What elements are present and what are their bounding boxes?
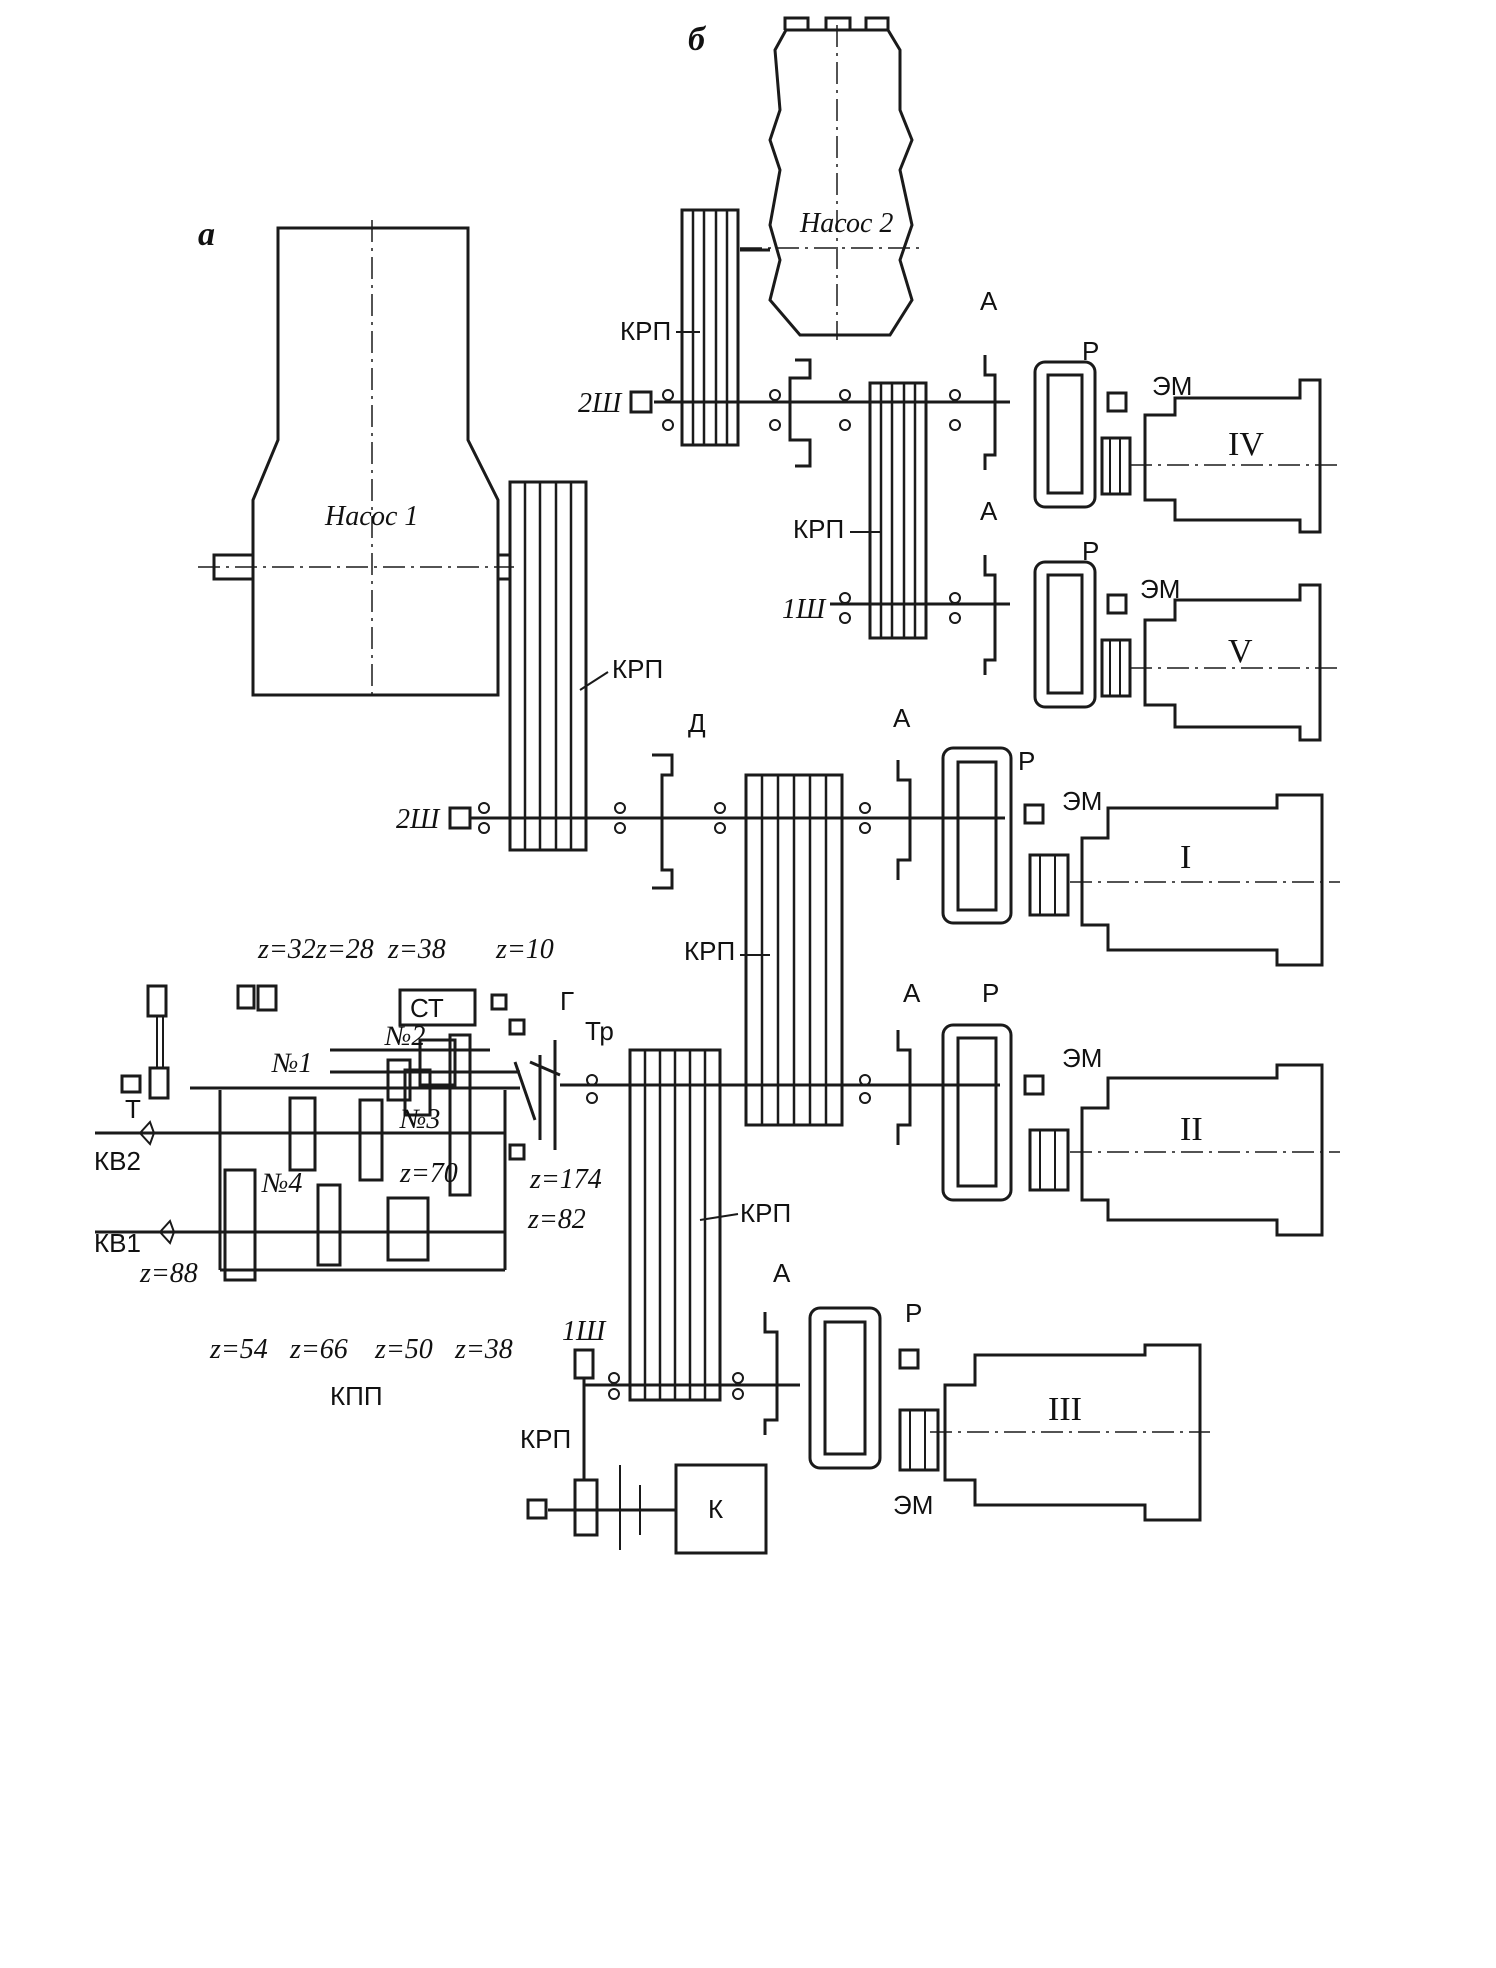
engine-1-label: I	[1180, 839, 1191, 876]
gear-n4: №4	[261, 1168, 302, 1199]
shaft-2sh-mid: 2Ш	[396, 804, 441, 835]
shaft-brakes: 2Ш 2Ш 1Ш 1Ш	[396, 388, 827, 1347]
gear-z38-bottom: z=38	[454, 1334, 513, 1365]
engine-1: I	[1070, 793, 1340, 967]
clutch-d: Д	[688, 708, 706, 738]
belt-label-engine-3: КРП	[740, 1198, 791, 1228]
gear-z174: z=174	[529, 1164, 602, 1195]
gearbox: СТ КВ2 КВ1 Т Г Тр z=32 z=28 z=38 z=10 №1…	[94, 934, 614, 1411]
reducer-label-1: Р	[1082, 336, 1099, 366]
gear-n1: №1	[271, 1048, 312, 1079]
belt-drive-engines-1-2: КРП	[684, 773, 844, 1127]
pump-1-label: Насос 1	[324, 501, 418, 532]
engine-4-label: IV	[1228, 426, 1264, 463]
panel-b-label: б	[688, 21, 707, 58]
belt-drive-engine-3: КРП	[628, 1048, 791, 1402]
engine-3-label: III	[1048, 1391, 1082, 1428]
belt-label-pump-1: КРП	[612, 654, 663, 684]
kv1-label: КВ1	[94, 1228, 141, 1258]
pump-2-label: Насос 2	[799, 208, 893, 239]
clutch-a-5: А	[773, 1258, 791, 1288]
belt-label-engines-1-2: КРП	[684, 936, 735, 966]
engine-5-label: V	[1228, 633, 1253, 670]
pump-1: Насос 1	[198, 220, 514, 700]
tr-label: Тр	[585, 1016, 614, 1046]
shaft-2sh-top: 2Ш	[578, 388, 623, 419]
gear-z66: z=66	[289, 1334, 348, 1365]
shafts	[470, 400, 1010, 1387]
compressor-label: К	[708, 1494, 723, 1524]
clutch-a-3: А	[893, 703, 911, 733]
reducers: Р Р Р Р Р	[808, 336, 1128, 1470]
em-label-4: ЭМ	[1062, 1043, 1102, 1073]
clutches: А А Д А А А	[652, 286, 998, 1435]
kv2-label: КВ2	[94, 1146, 141, 1176]
panel-a-label: а	[198, 216, 215, 253]
engine-3: III	[930, 1343, 1210, 1522]
belt-drive-engines-4-5: КРП	[793, 381, 928, 640]
reducer-label-4: Р	[982, 978, 999, 1008]
clutch-a-1: А	[980, 286, 998, 316]
gear-z88: z=88	[139, 1258, 198, 1289]
gearbox-title: КПП	[330, 1381, 383, 1411]
gear-z50: z=50	[374, 1334, 433, 1365]
reducer-label-3: Р	[1018, 746, 1035, 776]
em-label-1: ЭМ	[1152, 371, 1192, 401]
gear-z38-top: z=38	[387, 934, 446, 965]
gear-z32: z=32	[257, 934, 316, 965]
belt-label-compressor: КРП	[520, 1424, 571, 1454]
engine-2-label: II	[1180, 1111, 1203, 1148]
bearings	[478, 389, 961, 1400]
gear-n2: №2	[384, 1021, 425, 1052]
g-label: Г	[560, 986, 574, 1016]
gear-z10: z=10	[495, 934, 554, 965]
belt-drive-pump-1: КРП	[508, 480, 663, 852]
gear-z82: z=82	[527, 1204, 586, 1235]
belt-drive-pump-2: КРП	[620, 208, 740, 447]
reducer-label-5: Р	[905, 1298, 922, 1328]
em-label-3: ЭМ	[1062, 786, 1102, 816]
clutch-a-2: А	[980, 496, 998, 526]
gear-n3: №3	[399, 1104, 440, 1135]
starter-label: СТ	[410, 993, 444, 1023]
shaft-1sh-bottom: 1Ш	[562, 1316, 607, 1347]
belt-label-pump-2: КРП	[620, 316, 671, 346]
shaft-1sh-top: 1Ш	[782, 594, 827, 625]
em-label-5: ЭМ	[893, 1490, 933, 1520]
clutch-a-4: А	[903, 978, 921, 1008]
gear-z70: z=70	[399, 1158, 458, 1189]
t-label: Т	[125, 1094, 141, 1124]
belt-label-engines-4-5: КРП	[793, 514, 844, 544]
engine-4: IV	[1130, 378, 1340, 534]
engine-5: V	[1130, 583, 1340, 742]
pump-2: Насос 2	[740, 16, 920, 340]
reducer-label-2: Р	[1082, 536, 1099, 566]
gear-z54: z=54	[209, 1334, 268, 1365]
compressor: К КРП	[520, 1348, 768, 1555]
gear-z28: z=28	[315, 934, 374, 965]
em-couplings: ЭМ ЭМ ЭМ ЭМ ЭМ	[893, 371, 1192, 1520]
engine-2: II	[1070, 1063, 1340, 1237]
